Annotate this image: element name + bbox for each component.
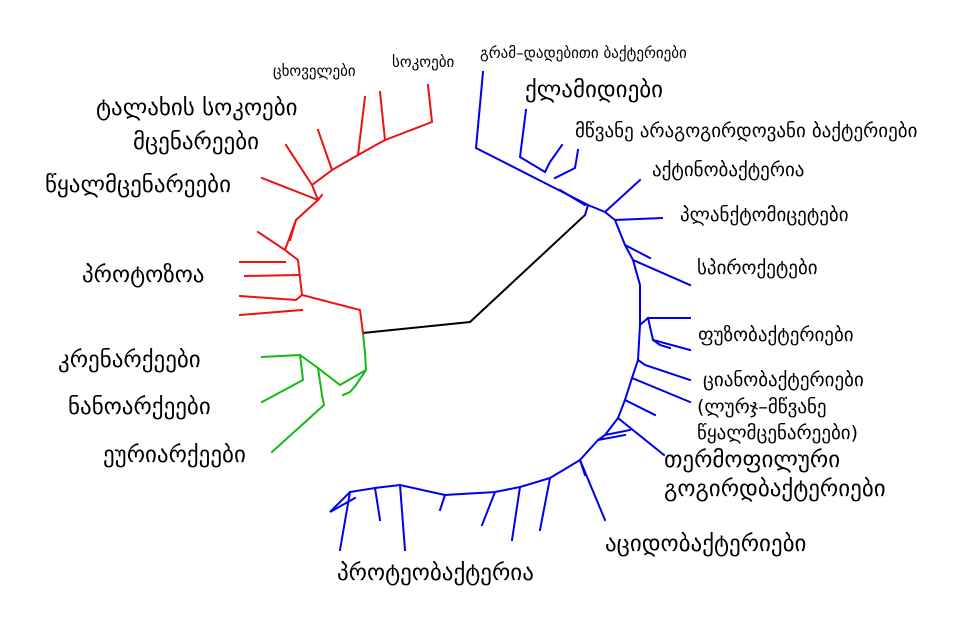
label-algae: წყალმცენარეები <box>45 172 231 198</box>
label-actinobacteria: აქტინობაქტერია <box>652 159 804 181</box>
label-spirochaetes: სპიროქეტები <box>697 257 818 279</box>
label-slime-molds: ტალახის სოკოები <box>96 95 298 121</box>
label-cyanobacteria-1: ციანობაქტერიები <box>703 369 864 391</box>
label-plants: მცენარეები <box>133 129 259 155</box>
label-gram-positive: გრამ–დადებითი ბაქტერიები <box>480 44 687 62</box>
label-thermophilic-2: გოგირდბაქტერიები <box>664 476 886 502</box>
label-cyanobacteria-2: (ლურჯ–მწვანე <box>697 396 827 418</box>
label-chlamydiae: ქლამიდიები <box>525 77 663 103</box>
label-crenarchaeota: კრენარქეები <box>58 347 201 373</box>
label-euryarchaeota: ეურიარქეები <box>103 442 246 468</box>
label-planctomycetes: პლანქტომიცეტები <box>680 204 849 226</box>
label-nanoarchaeota: ნანოარქეები <box>68 394 211 420</box>
label-thermophilic-1: თერმოფილური <box>664 447 840 473</box>
label-protozoa: პროტოზოა <box>82 262 204 288</box>
label-fungi: სოკოები <box>392 53 454 71</box>
label-acidobacteria: აციდობაქტერიები <box>605 531 806 557</box>
label-fusobacteria: ფუზობაქტერიები <box>698 324 854 346</box>
label-green-nonsulfur: მწვანე არაგოგირდოვანი ბაქტერიები <box>575 120 917 142</box>
archaea-clade <box>260 331 368 454</box>
label-proteobacteria: პროტეობაქტერია <box>337 560 534 586</box>
root-branches <box>361 213 587 335</box>
eukaryota-clade <box>238 83 434 335</box>
label-cyanobacteria-3: წყალმცენარეები) <box>697 422 858 444</box>
label-animals: ცხოველები <box>273 62 356 80</box>
bacteria-clade <box>329 70 692 552</box>
tree-labels: ცხოველები სოკოები გრამ–დადებითი ბაქტერიე… <box>45 44 917 586</box>
